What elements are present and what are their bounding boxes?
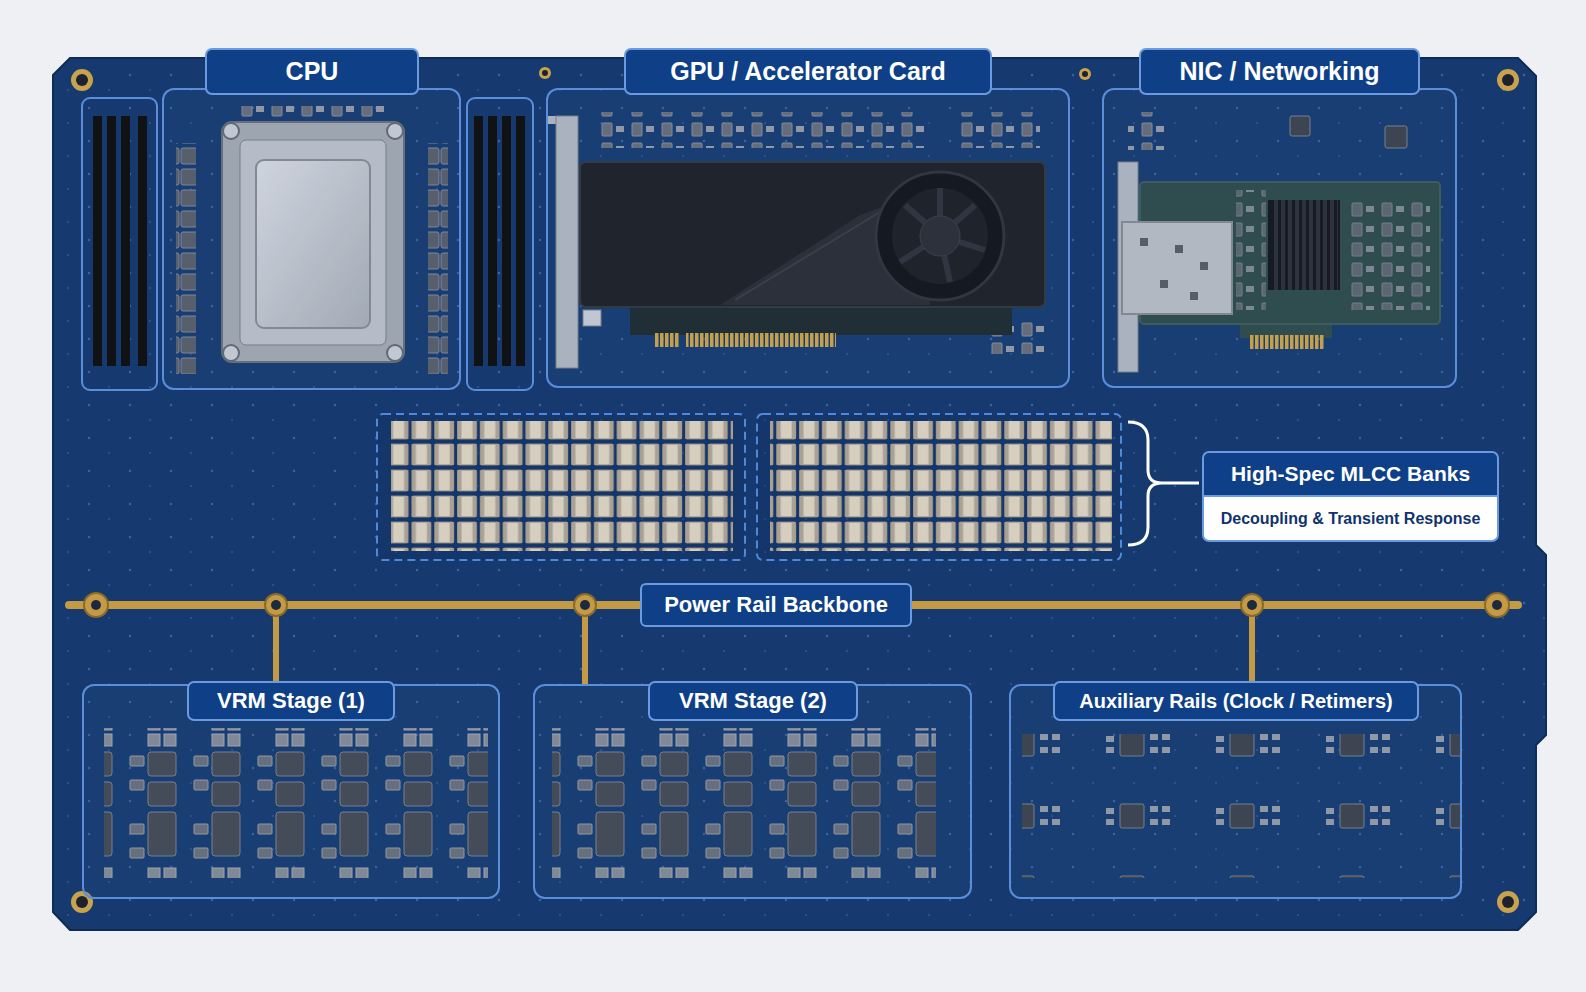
dimm-slots-part (516, 116, 525, 366)
rail-junction-part (1485, 593, 1509, 617)
bracket-part (1128, 422, 1162, 545)
rail-junction-part (580, 600, 590, 610)
rail-junction-part (84, 593, 108, 617)
mounting-hole-part (76, 74, 88, 86)
nic-region: NIC / Networking (1102, 88, 1457, 388)
mlcc-bank (377, 414, 1121, 560)
mounting-hole-part (1497, 69, 1519, 91)
dimm-slots-part (82, 98, 157, 390)
power-trace (1249, 609, 1255, 684)
callout-title: High-Spec MLCC Banks (1202, 451, 1499, 497)
mounting-hole-part (71, 69, 93, 91)
dimm-slots-part (138, 116, 147, 366)
rail-junction (84, 593, 1509, 617)
rail-junction-part (574, 594, 596, 616)
gpu-region: GPU / Accelerator Card (546, 88, 1070, 388)
cpu-region: CPU (162, 88, 461, 390)
rail-junction-part (271, 600, 281, 610)
power-trace (273, 609, 279, 684)
mounting-hole-part (539, 67, 551, 79)
mounting-hole-part (1502, 896, 1514, 908)
vrm-region: VRM Stage (1) (82, 684, 500, 899)
dimm-slots-part (474, 116, 483, 366)
region-tab: NIC / Networking (1139, 48, 1420, 95)
dimm-slots-part (121, 116, 130, 366)
power-trace (582, 609, 588, 684)
mounting-hole-part (542, 70, 548, 76)
rail-label: Power Rail Backbone (640, 583, 912, 627)
callout-subtitle: Decoupling & Transient Response (1202, 497, 1499, 542)
region-tab: VRM Stage (2) (648, 681, 858, 721)
power-rail: Power Rail Backbone (65, 601, 1522, 609)
pcb-board-part (53, 58, 1546, 930)
bracket-part (1162, 482, 1199, 485)
callout-box: High-Spec MLCC BanksDecoupling & Transie… (1202, 451, 1499, 542)
mounting-hole-part (1502, 74, 1514, 86)
dimm-slots-part (93, 116, 102, 366)
pcb-board-part (53, 58, 1546, 930)
dimm-slots-part (502, 116, 511, 366)
rail-junction-part (265, 594, 287, 616)
rail-junction-part (1492, 600, 1502, 610)
vrm-region: VRM Stage (2) (533, 684, 972, 899)
mlcc-bank-part (770, 421, 1112, 551)
region-tab: VRM Stage (1) (187, 681, 395, 721)
mounting-hole-part (1497, 891, 1519, 913)
mounting-hole-part (1082, 71, 1088, 77)
aux-region: Auxiliary Rails (Clock / Retimers) (1009, 684, 1462, 899)
dimm-slots-part (107, 116, 116, 366)
dimm-slots-part (467, 98, 533, 390)
mlcc-bank-part (377, 414, 745, 560)
dimm-slots-part (488, 116, 497, 366)
region-tab: GPU / Accelerator Card (624, 48, 992, 95)
region-tab: Auxiliary Rails (Clock / Retimers) (1053, 681, 1419, 721)
rail-junction-part (1241, 594, 1263, 616)
mlcc-bank-part (391, 421, 733, 551)
rail-junction-part (91, 600, 101, 610)
mounting-hole-part (76, 896, 88, 908)
mounting-hole (71, 67, 1519, 913)
rail-junction-part (1247, 600, 1257, 610)
bracket (1128, 422, 1199, 545)
mounting-hole-part (1079, 68, 1091, 80)
mlcc-bank-part (757, 414, 1121, 560)
region-tab: CPU (205, 48, 419, 95)
pcb-board (53, 58, 1546, 930)
